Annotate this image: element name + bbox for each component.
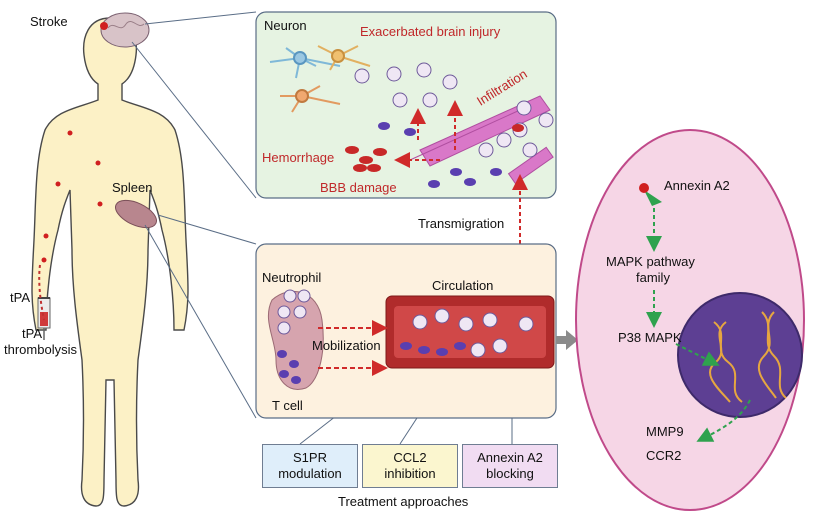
brain-vessel <box>419 95 551 167</box>
label-hemorrhage: Hemorrhage <box>262 150 335 165</box>
label-circulation: Circulation <box>432 278 494 293</box>
label-p38-mapk: P38 MAPK <box>618 330 682 345</box>
vessel-cells <box>400 308 534 358</box>
treatment-approaches-title: Treatment approaches <box>338 494 469 509</box>
receptor-icon <box>644 190 662 206</box>
label-mapk-1: MAPK pathway <box>606 254 695 269</box>
brain-immune-cells <box>345 62 554 188</box>
treatment-annexin-line2: blocking <box>486 466 534 481</box>
spleen-icon <box>115 199 157 229</box>
annexin-ligand-icon <box>639 183 649 193</box>
spleen-cells <box>277 289 311 384</box>
nucleus <box>677 292 803 418</box>
treatment-s1pr-line2: modulation <box>278 466 342 481</box>
brain-panel <box>255 11 557 199</box>
label-ccr2: CCR2 <box>646 448 682 463</box>
label-neuron: Neuron <box>264 18 307 33</box>
label-neutrophil: Neutrophil <box>262 270 322 285</box>
cell-pointer-arrow <box>556 330 578 350</box>
neuron-cells <box>269 45 371 113</box>
label-mmp9: MMP9 <box>646 424 684 439</box>
human-body <box>31 17 189 507</box>
brain-icon <box>100 12 150 48</box>
treatment-annexin-line1: Annexin A2 <box>477 450 543 465</box>
label-transmigration: Transmigration <box>418 216 505 231</box>
label-mapk-2: family <box>636 270 670 285</box>
label-annexin-a2: Annexin A2 <box>664 178 730 193</box>
pathway-arrows <box>646 208 751 442</box>
label-tpa-thrombolysis-1: tPA <box>22 326 42 341</box>
treatment-ccl2-line2: inhibition <box>384 466 436 481</box>
label-mobilization: Mobilization <box>312 338 381 353</box>
label-t-cell: T cell <box>272 398 303 413</box>
label-exacerbated-injury: Exacerbated brain injury <box>360 24 501 39</box>
blood-dots <box>41 130 103 263</box>
label-bbb-damage: BBB damage <box>320 180 397 195</box>
treatment-ccl2-line1: CCL2 <box>393 450 427 465</box>
label-stroke: Stroke <box>30 14 68 29</box>
treatment-s1pr-line1: S1PR <box>293 450 327 465</box>
label-spleen: Spleen <box>112 180 153 195</box>
stroke-marker-icon <box>100 22 108 30</box>
label-tpa-thrombolysis-2: thrombolysis <box>4 342 77 357</box>
brain-arrows <box>394 100 463 168</box>
label-tpa: tPA <box>10 290 30 305</box>
